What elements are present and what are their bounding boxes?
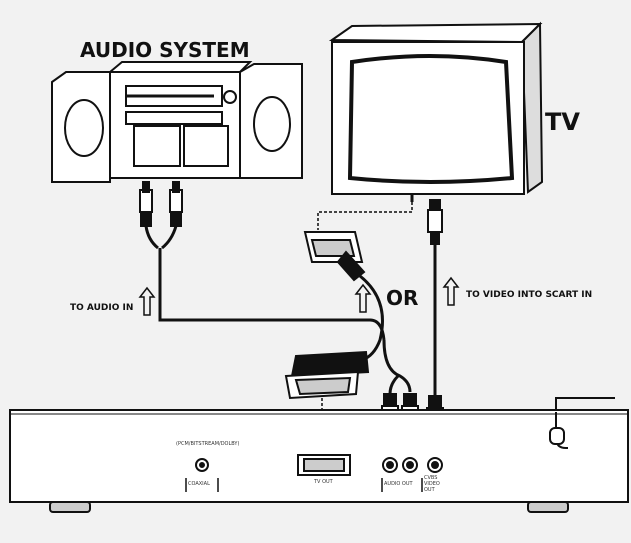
tv-illustration <box>328 21 544 202</box>
or-label: OR <box>386 286 419 310</box>
audio-rca-plugs-top <box>139 181 183 227</box>
scart-plug-top-icon <box>303 231 366 282</box>
to-video-into-scart-in-label: TO VIDEO INTO SCART IN <box>466 290 593 300</box>
tv-label: TV <box>545 108 580 136</box>
scart-plug-bottom-icon <box>284 350 370 400</box>
audio-system-label: AUDIO SYSTEM <box>80 38 250 62</box>
right-speaker-icon <box>239 63 303 179</box>
video-rca-plug-top-icon <box>427 199 443 245</box>
audio-system-illustration <box>51 61 303 183</box>
coaxial-label: COAXIAL <box>188 481 210 487</box>
left-speaker-icon <box>51 71 111 183</box>
cvbs-video-out-label: CVBS VIDEO OUT <box>424 475 440 493</box>
up-arrow-icon <box>442 276 460 306</box>
audio-out-label: AUDIO OUT <box>384 481 413 487</box>
player-digital-out-label: (PCM/BITSTREAM/DOLBY) <box>176 441 240 447</box>
audio-cable <box>144 225 386 341</box>
scart-dotted-link <box>317 202 413 230</box>
scart-cable <box>359 274 384 362</box>
to-audio-in-label: TO AUDIO IN <box>70 303 134 313</box>
up-arrow-icon <box>354 283 372 313</box>
tv-out-label: TV OUT <box>314 479 333 485</box>
up-arrow-icon <box>138 286 156 316</box>
stereo-unit <box>107 61 253 179</box>
player-illustration <box>9 397 629 513</box>
